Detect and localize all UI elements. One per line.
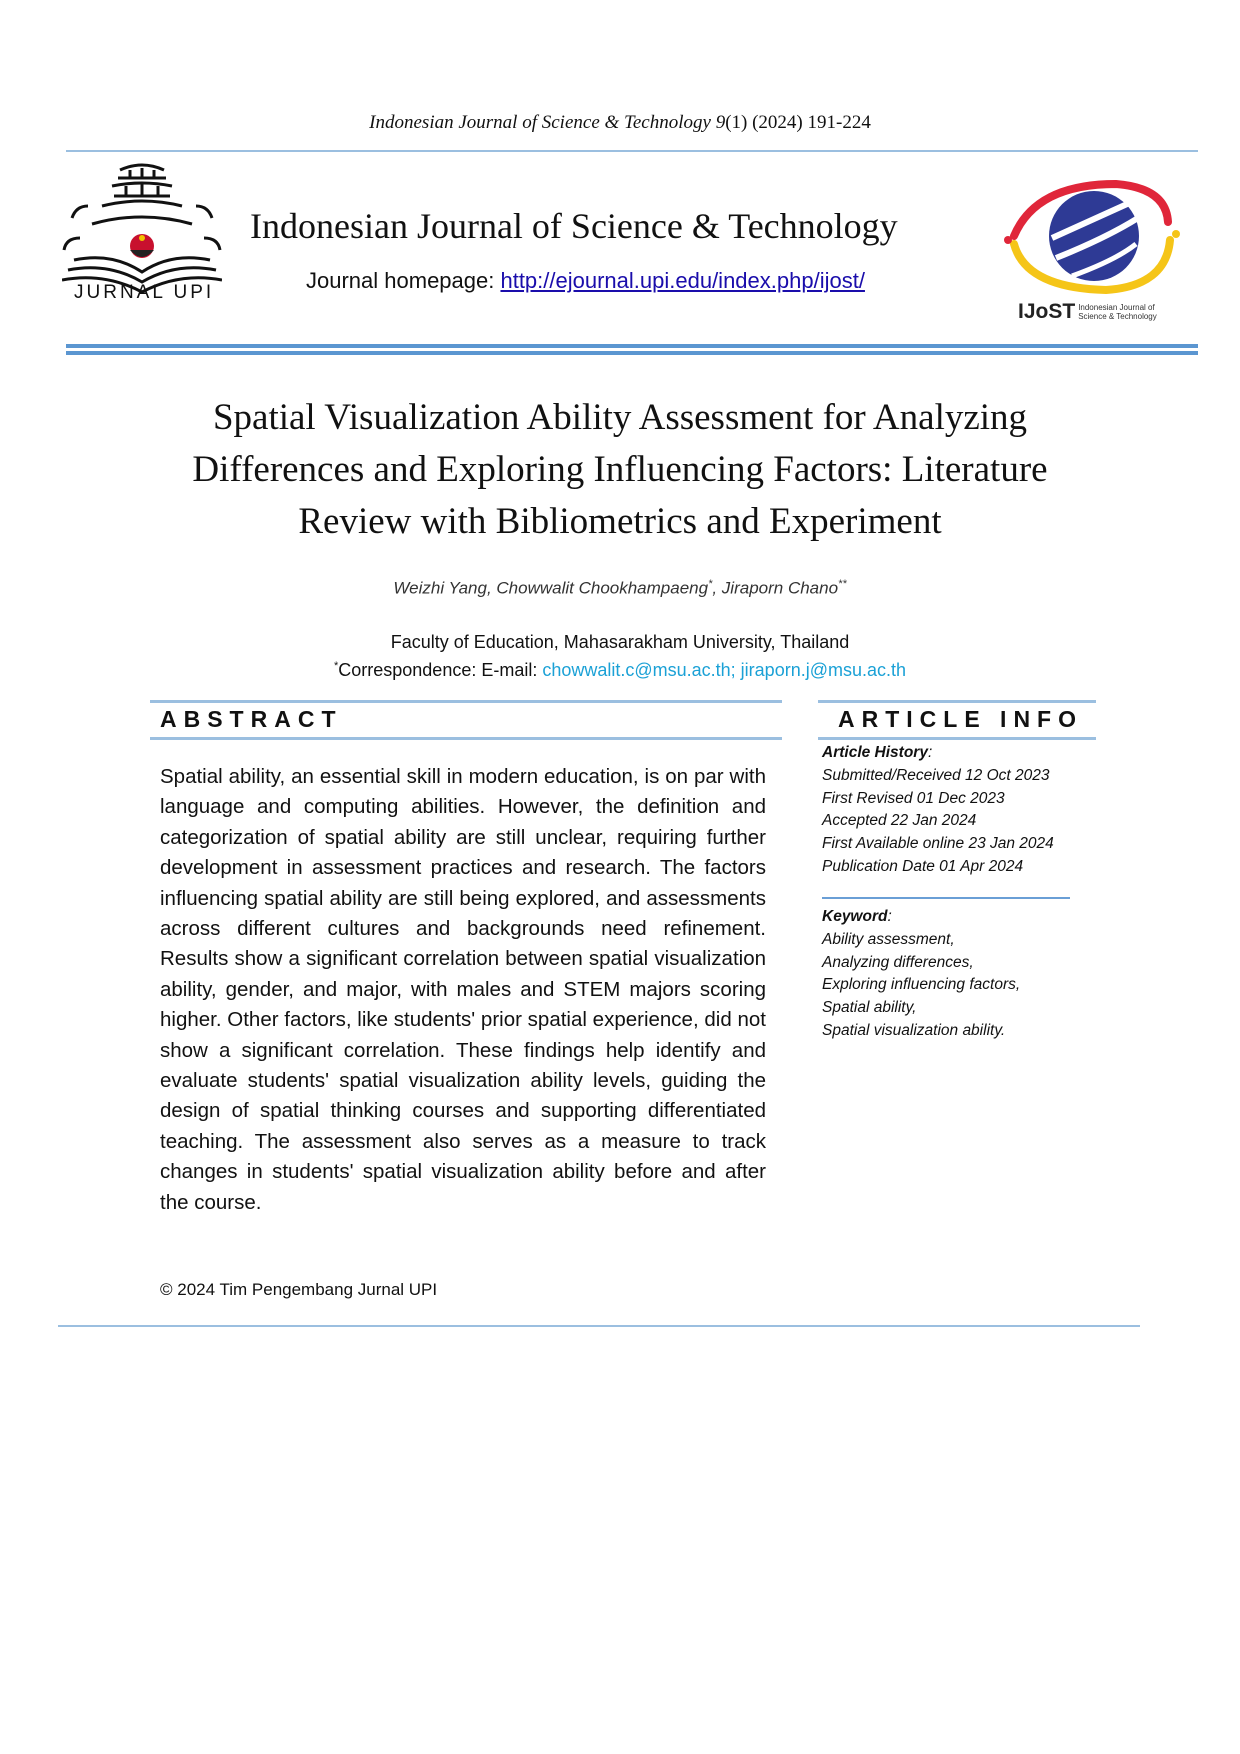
header-rule-double-2 <box>66 351 1198 355</box>
jurnal-upi-logo: JURNAL UPI <box>61 160 223 310</box>
author-2: , Jiraporn Chano <box>712 578 839 598</box>
paper-title-line: Differences and Exploring Influencing Fa… <box>192 449 1048 490</box>
history-item: First Revised 01 Dec 2023 <box>822 789 1005 807</box>
jurnal-upi-emblem-icon <box>61 163 223 294</box>
article-info-separator <box>822 897 1070 899</box>
running-head: Indonesian Journal of Science & Technolo… <box>0 112 1240 134</box>
correspondence-mark: * <box>333 660 339 672</box>
abstract-rule-top <box>150 700 782 703</box>
abstract-heading: ABSTRACT <box>160 706 343 732</box>
author-1-mark: * <box>708 578 713 590</box>
article-history-label: Article History <box>822 744 928 761</box>
correspondence: *Correspondence: E-mail: chowwalit.c@msu… <box>0 660 1240 681</box>
article-history: Article History: Submitted/Received 12 O… <box>822 742 1092 879</box>
authors: Weizhi Yang, Chowwalit Chookhampaeng*, J… <box>0 578 1240 599</box>
paper-title-line: Spatial Visualization Ability Assessment… <box>212 397 1028 438</box>
ijost-subtitle: Indonesian Journal of Science & Technolo… <box>1078 303 1157 321</box>
keyword-item: Exploring influencing factors, <box>822 976 1021 994</box>
author-1: Weizhi Yang, Chowwalit Chookhampaeng <box>393 578 709 598</box>
footer-rule <box>58 1325 1140 1327</box>
abstract-rule-bottom <box>150 737 782 740</box>
keyword-item: Spatial visualization ability. <box>822 1021 1006 1039</box>
header-rule-top <box>66 150 1198 152</box>
running-head-journal: Indonesian Journal of Science & Technolo… <box>369 112 711 133</box>
abstract-text: Spatial ability, an essential skill in m… <box>160 765 766 1214</box>
running-head-issue: (1) (2024) 191-224 <box>725 112 871 133</box>
copyright: © 2024 Tim Pengembang Jurnal UPI <box>160 1280 438 1299</box>
paper-title-line: Review with Bibliometrics and Experiment <box>298 501 942 542</box>
journal-title: Indonesian Journal of Science & Technolo… <box>250 206 898 246</box>
article-info-rule-bottom <box>818 737 1096 740</box>
article-info-rule-top <box>818 700 1096 703</box>
article-info-heading: ARTICLE INFO <box>838 706 1083 732</box>
paper-title: Spatial Visualization Ability Assessment… <box>130 392 1110 548</box>
journal-homepage: Journal homepage: http://ejournal.upi.ed… <box>306 268 865 294</box>
homepage-link[interactable]: http://ejournal.upi.edu/index.php/ijost/ <box>500 268 865 293</box>
correspondence-emails[interactable]: chowwalit.c@msu.ac.th; jiraporn.j@msu.ac… <box>542 660 907 680</box>
homepage-label: Journal homepage: <box>306 268 501 293</box>
keyword-item: Ability assessment, <box>822 930 955 948</box>
keyword-item: Analyzing differences, <box>822 953 974 971</box>
running-head-volume: 9 <box>715 112 726 133</box>
history-item: Publication Date 01 Apr 2024 <box>822 857 1024 875</box>
keyword-label: Keyword <box>822 908 888 925</box>
jurnal-upi-logo-text: JURNAL UPI <box>74 282 215 303</box>
ijost-globe-icon <box>1004 179 1180 295</box>
author-2-mark: ** <box>838 578 847 590</box>
ijost-logo: IJoST Indonesian Journal of Science & Te… <box>996 178 1186 328</box>
keywords: Keyword: Ability assessment, Analyzing d… <box>822 906 1092 1043</box>
ijost-subtitle-line2: Science & Technology <box>1078 312 1157 321</box>
ijost-wordmark: IJoST Indonesian Journal of Science & Te… <box>1018 300 1157 324</box>
history-item: Accepted 22 Jan 2024 <box>822 812 977 830</box>
correspondence-label: Correspondence: E-mail: <box>338 660 543 680</box>
history-item: Submitted/Received 12 Oct 2023 <box>822 766 1050 784</box>
ijost-subtitle-line1: Indonesian Journal of <box>1078 303 1155 312</box>
history-item: First Available online 23 Jan 2024 <box>822 835 1054 853</box>
ijost-abbr: IJoST <box>1018 300 1076 323</box>
keyword-item: Spatial ability, <box>822 999 917 1017</box>
header-rule-double-1 <box>66 344 1198 348</box>
affiliation: Faculty of Education, Mahasarakham Unive… <box>390 632 850 652</box>
